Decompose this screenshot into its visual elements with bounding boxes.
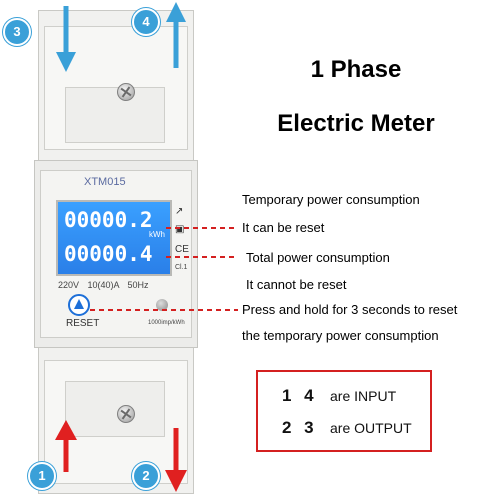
output-label: are OUTPUT — [330, 420, 412, 436]
model-label: XTM015 — [84, 176, 126, 188]
pulse-led — [156, 299, 168, 311]
arrow-down-red-icon — [165, 428, 187, 492]
reset-label: RESET — [66, 318, 100, 329]
title-line-1: 1 Phase — [310, 56, 402, 83]
reset-instruction-line-1: Press and hold for 3 seconds to reset — [242, 302, 458, 317]
terminal-legend: 1 4 are INPUT 2 3 are OUTPUT — [256, 370, 432, 452]
ce-mark-icon: CE — [175, 244, 189, 255]
rating-spec: 220V 10(40)A 50Hz — [58, 280, 149, 290]
top-screw-icon — [117, 83, 135, 101]
arrow-up-blue-icon — [166, 2, 186, 68]
terminal-number-badge: 4 — [132, 8, 160, 36]
reset-instruction-line-2: the temporary power consumption — [242, 328, 439, 343]
output-terminal-numbers: 2 3 — [282, 418, 314, 437]
class-mark: Cl.1 — [175, 264, 188, 271]
lcd-display: 00000.2 kWh 00000.4 — [56, 200, 172, 276]
temporary-consumption-label: Temporary power consumption — [242, 192, 420, 207]
terminal-number-badge: 3 — [3, 18, 31, 46]
lcd-unit: kWh — [149, 230, 165, 239]
total-consumption-label: Total power consumption — [246, 250, 390, 265]
lcd-reading-total: 00000.4 — [64, 242, 153, 266]
title-line-2: Electric Meter — [277, 110, 435, 137]
input-terminal-numbers: 1 4 — [282, 386, 314, 405]
bottom-terminal-block — [44, 360, 188, 484]
temporary-reset-note: It can be reset — [242, 220, 325, 235]
lcd-reading-temporary: 00000.2 — [64, 208, 153, 232]
warning-symbol-icon: ↗ — [175, 206, 184, 217]
terminal-number-badge: 2 — [132, 462, 160, 490]
bottom-screw-icon — [117, 405, 135, 423]
arrow-down-blue-icon — [56, 6, 76, 72]
input-label: are INPUT — [330, 388, 397, 404]
impulse-label: 1000imp/kWh — [148, 320, 185, 326]
arrow-up-red-icon — [55, 420, 77, 472]
terminal-number-badge: 1 — [28, 462, 56, 490]
bottom-clamp — [65, 381, 165, 437]
reset-button[interactable] — [68, 294, 90, 316]
total-reset-note: It cannot be reset — [246, 277, 347, 292]
top-clamp — [65, 87, 165, 143]
double-insulation-icon: ▣ — [175, 224, 185, 235]
reset-triangle-icon — [74, 299, 84, 309]
